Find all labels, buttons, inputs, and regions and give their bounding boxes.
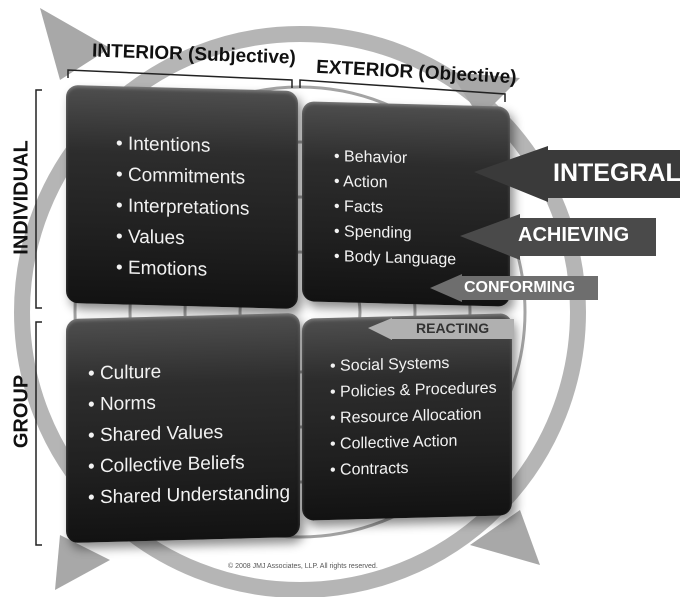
integral-arrow-icon — [474, 146, 680, 202]
reacting-arrow-icon — [368, 318, 514, 340]
reacting-label: REACTING — [416, 320, 490, 336]
achieving-label: ACHIEVING — [518, 224, 630, 246]
copyright-text: © 2008 JMJ Associates, LLP. All rights r… — [228, 563, 378, 570]
achieving-arrow-icon — [460, 214, 656, 260]
conforming-label: CONFORMING — [464, 279, 576, 296]
integral-label: INTEGRAL — [553, 159, 681, 187]
conforming-arrow-icon — [430, 274, 598, 302]
